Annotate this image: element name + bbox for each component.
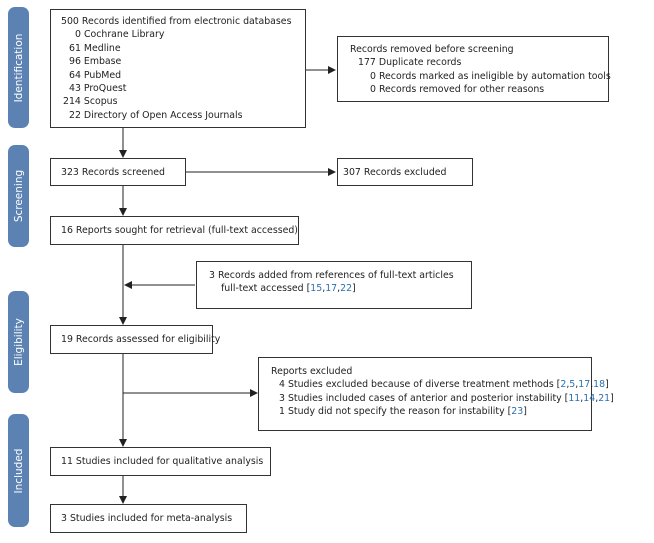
citation-ref[interactable]: 18 [593,379,606,391]
records-screened-box: 323 Records screened [50,158,186,186]
records-assessed-box: 19 Records assessed for eligibility [50,325,221,354]
source-scopus: 214 Scopus [63,96,118,108]
phase-eligibility-label: Eligibility [12,318,25,366]
meta-analysis-box: 3 Studies included for meta-analysis [50,504,247,533]
citation-ref[interactable]: 21 [598,392,611,404]
source-cochrane: 0 Cochrane Library [75,29,165,41]
phase-screening: Screening [8,145,29,247]
excluded-label: 307 Records excluded [343,167,447,178]
citation-ref[interactable]: 14 [583,392,596,404]
citation-ref[interactable]: 11 [568,392,581,404]
screened-label: 323 Records screened [61,167,166,178]
source-embase: 96 Embase [69,56,122,68]
removed-automation: 0 Records marked as ineligible by automa… [370,70,611,82]
source-pubmed: 64 PubMed [69,69,122,81]
records-identified-box: 500 Records identified from electronic d… [50,9,306,128]
citation-ref[interactable]: 5 [569,379,576,391]
retrieval-label: 16 Reports sought for retrieval (full-te… [61,225,298,236]
exclusion-reason-3: 1 Study did not specify the reason for i… [279,406,527,418]
citation-ref[interactable]: 17 [578,379,591,391]
added-line2: full-text accessed [15,17,22] [221,283,356,295]
phase-included-label: Included [12,448,25,493]
phase-screening-label: Screening [12,169,25,223]
records-removed-box: Records removed before screening 177 Dup… [337,36,611,102]
reports-excluded-box: Reports excluded 4 Studies excluded beca… [258,357,614,431]
added-close: ] [352,283,356,295]
citation-ref[interactable]: 23 [511,406,524,418]
removed-title: Records removed before screening [350,44,514,55]
qualitative-label: 11 Studies included for qualitative anal… [61,456,264,467]
reports-retrieval-box: 16 Reports sought for retrieval (full-te… [50,216,299,245]
records-added-box: 3 Records added from references of full-… [196,261,472,309]
phase-identification-label: Identification [12,33,25,102]
source-doaj: 22 Directory of Open Access Journals [69,109,243,121]
source-proquest: 43 ProQuest [69,83,127,95]
records-excluded-box: 307 Records excluded [337,158,473,186]
qualitative-analysis-box: 11 Studies included for qualitative anal… [50,447,271,476]
phase-included: Included [8,414,29,527]
exclusion-reason-1: 4 Studies excluded because of diverse tr… [279,379,609,391]
phase-eligibility: Eligibility [8,291,29,393]
removed-duplicates: 177 Duplicate records [358,57,462,69]
citation-ref[interactable]: 17 [325,283,338,295]
identified-total: 500 Records identified from electronic d… [61,16,292,27]
assessed-label: 19 Records assessed for eligibility [61,334,221,345]
meta-label: 3 Studies included for meta-analysis [61,513,233,524]
citation-ref[interactable]: 15 [310,283,323,295]
exclusion-reason-2: 3 Studies included cases of anterior and… [279,392,614,404]
reports-excluded-title: Reports excluded [271,366,353,377]
citation-ref[interactable]: 2 [560,379,567,391]
added-line1: 3 Records added from references of full-… [209,270,454,281]
phase-identification: Identification [8,7,29,128]
removed-other: 0 Records removed for other reasons [370,84,545,96]
citation-ref[interactable]: 22 [340,283,353,295]
added-line2-prefix: full-text accessed [ [221,283,311,295]
source-medline: 61 Medline [69,42,121,54]
